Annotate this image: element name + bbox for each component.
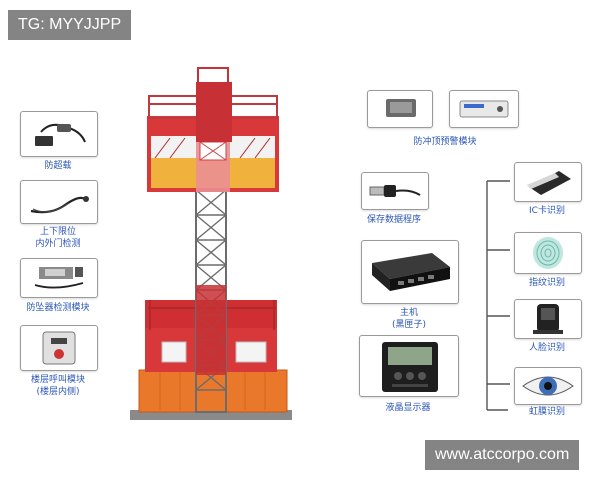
fingerprint-label: 指纹识别: [528, 278, 565, 288]
elevator-base-slab: [130, 410, 292, 420]
floor-call-panel: [20, 325, 98, 371]
anti-top-sensor-icon: [386, 99, 416, 117]
id-modules-connector: [486, 180, 510, 411]
limit-switch-panel: [20, 180, 98, 224]
load-sensor-label: 防超载: [44, 161, 72, 171]
fingerprint-icon: [533, 237, 563, 269]
face-scanner-label: 人脸识别: [528, 343, 565, 353]
face-scanner-panel: [514, 299, 582, 339]
host-box-label: 主机 (黑匣子): [391, 308, 427, 330]
anti-top-sensor-panel: [367, 90, 433, 128]
ground-enclosure: [139, 370, 287, 412]
host-box-panel: [361, 240, 459, 304]
anti-top-warning-panel: [449, 90, 519, 128]
ic-card-icon: [527, 171, 571, 195]
floor-call-box-icon: [42, 331, 76, 365]
load-sensor-icon: [35, 123, 86, 146]
anti-top-warning-icon: [459, 100, 509, 118]
black-box-host-icon: [372, 253, 450, 291]
floor-call-label: 楼层呼叫模块 (楼层内侧): [30, 375, 85, 397]
anti-fall-label: 防坠器检测模块: [26, 303, 90, 313]
limit-switch-cable-icon: [30, 196, 89, 214]
limit-switch-label: 上下限位 内外门检测: [35, 227, 81, 249]
load-sensor-panel: [20, 111, 98, 157]
watermark-top: TG: MYYJJPP: [8, 10, 132, 40]
usb-panel: [361, 172, 429, 210]
top-mast-block: [196, 82, 232, 142]
usb-drive-icon: [369, 185, 421, 197]
watermark-bottom: www.atccorpo.com: [425, 440, 580, 470]
face-scanner-icon: [533, 304, 563, 334]
ic-card-label: IC卡识别: [529, 206, 565, 216]
fingerprint-panel: [514, 232, 582, 274]
iris-panel: [514, 367, 582, 405]
ic-card-panel: [514, 162, 582, 202]
iris-eye-icon: [522, 376, 574, 396]
lcd-display-icon: [382, 342, 438, 392]
usb-label: 保存数据程序: [366, 215, 421, 225]
anti-fall-sensor-icon: [34, 267, 84, 289]
lcd-label: 液晶显示器: [385, 403, 431, 413]
iris-label: 虹膜识别: [528, 407, 565, 417]
lcd-panel: [359, 335, 459, 397]
anti-top-warning-label: 防冲顶预警模块: [413, 137, 477, 147]
anti-fall-panel: [20, 258, 98, 298]
